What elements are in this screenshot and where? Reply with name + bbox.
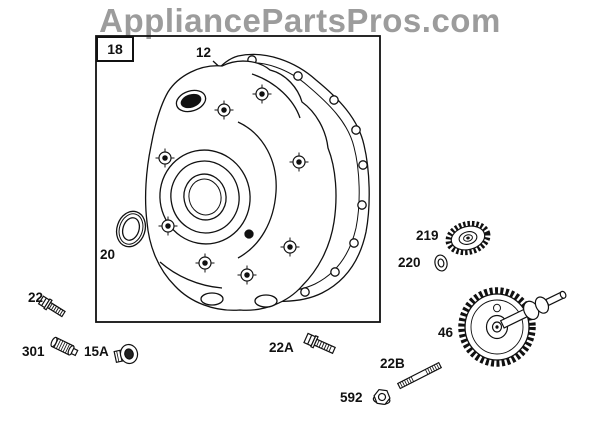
part-label-592: 592	[340, 390, 363, 405]
part-label-22: 22	[28, 290, 44, 305]
screw-22a-drawing	[303, 332, 336, 355]
oil-seal-drawing	[115, 210, 147, 248]
part-label-22b: 22B	[380, 356, 405, 371]
screw-22-drawing	[37, 295, 66, 318]
part-label-20: 20	[100, 247, 116, 262]
gear-219-drawing	[445, 220, 491, 256]
plug-301-drawing	[50, 336, 79, 357]
part-label-12: 12	[196, 45, 212, 60]
part-label-220: 220	[398, 255, 421, 270]
camshaft-drawing	[499, 290, 567, 329]
cam-gear-46-drawing	[458, 287, 567, 367]
crankcase-cover-drawing	[144, 60, 337, 311]
watermark-text: AppliancePartsPros.com	[99, 2, 501, 39]
nut-592-drawing	[372, 388, 391, 406]
part-label-15a: 15A	[84, 344, 109, 359]
part-label-22a: 22A	[269, 340, 294, 355]
part-label-46: 46	[438, 325, 454, 340]
part-label-219: 219	[416, 228, 439, 243]
assembly-ref-box: 18	[96, 36, 134, 62]
assembly-frame	[95, 35, 381, 323]
plug-15a-drawing	[113, 343, 139, 365]
stud-22b-drawing	[396, 361, 443, 390]
washer-220-drawing	[434, 254, 448, 272]
part-label-301: 301	[22, 344, 45, 359]
